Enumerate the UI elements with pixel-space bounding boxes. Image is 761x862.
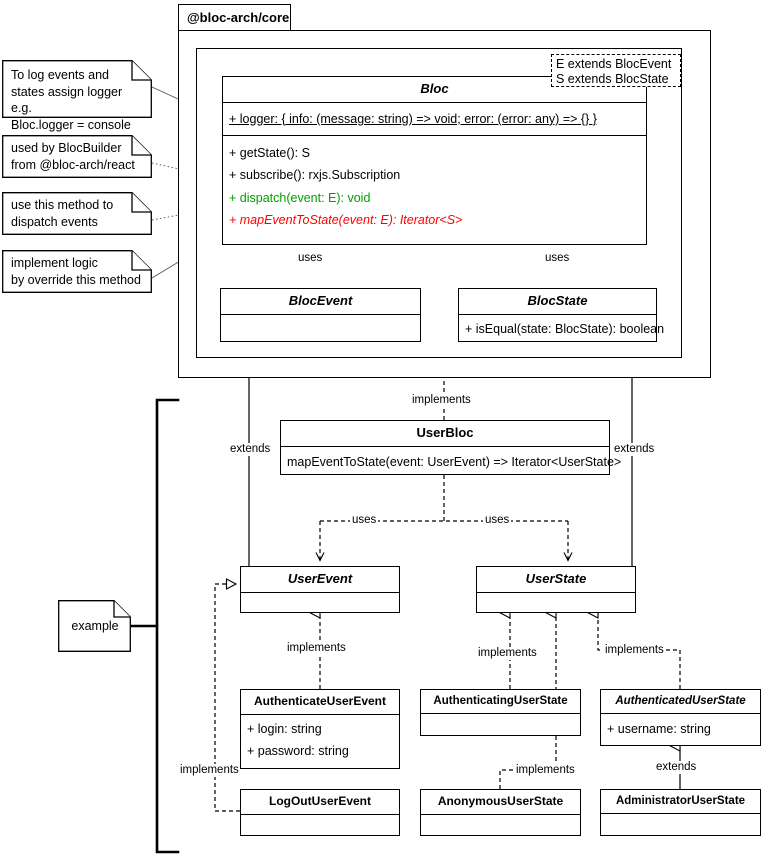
class-blocstate-members: + isEqual(state: BlocState): boolean <box>459 315 665 343</box>
note-shape-example <box>58 600 131 652</box>
blocstate-method-isequal: + isEqual(state: BlocState): boolean <box>465 321 665 336</box>
edge-logoutuserevent-implements-userevent <box>214 578 240 812</box>
type-parameters-box: E extends BlocEvent S extends BlocState <box>551 54 681 87</box>
anonymous-implements-path <box>499 613 557 789</box>
class-authenticateuserevent-title: AuthenticateUserEvent <box>241 690 399 715</box>
note-shape-mapeventtostate <box>2 250 152 293</box>
class-authenticatinguserstate-members <box>421 714 580 735</box>
bloc-attribute-logger: + logger: { info: (message: string) => v… <box>229 111 597 126</box>
class-bloc[interactable]: Bloc + logger: { info: (message: string)… <box>222 76 647 245</box>
class-blocevent[interactable]: BlocEvent <box>220 288 421 342</box>
class-authenticateduserstate[interactable]: AuthenticatedUserState + username: strin… <box>600 689 761 746</box>
authenticateuserevent-field-password: + password: string <box>247 744 349 759</box>
class-bloc-methods: + getState(): S + subscribe(): rxjs.Subs… <box>223 136 646 237</box>
edge-label-implements-userevent: implements <box>285 642 348 655</box>
note-dispatch-text: use this method to dispatch events <box>11 198 114 229</box>
class-authenticateuserevent-members: + login: string + password: string <box>241 715 399 766</box>
class-administratoruserstate[interactable]: AdministratorUserState <box>600 789 761 836</box>
note-mapeventtostate-text: implement logic by override this method <box>11 256 141 287</box>
note-example: example <box>58 600 131 652</box>
edge-label-implements-anonymous: implements <box>514 764 577 777</box>
class-anonymoususerstate[interactable]: AnonymousUserState <box>420 789 581 836</box>
type-parameter-s: S extends BlocState <box>556 72 669 87</box>
class-userbloc-title: UserBloc <box>281 421 609 447</box>
edge-label-extends-right: extends <box>612 443 657 456</box>
bloc-method-mapeventtostate: + mapEventToState(event: E): Iterator<S> <box>229 212 463 227</box>
edge-label-implements-userstate-left: implements <box>476 647 539 660</box>
edge-label-extends-admin: extends <box>654 761 699 774</box>
class-administratoruserstate-members <box>601 814 760 835</box>
class-userevent-title: UserEvent <box>241 567 399 593</box>
class-anonymoususerstate-members <box>421 815 580 835</box>
package-label: @bloc-arch/core <box>187 10 290 25</box>
class-authenticatinguserstate-title: AuthenticatingUserState <box>421 690 580 715</box>
class-userstate[interactable]: UserState <box>476 566 636 613</box>
edge-label-implements-logout: implements <box>178 764 241 777</box>
class-authenticateduserstate-title: AuthenticatedUserState <box>601 690 760 715</box>
bloc-method-getstate: + getState(): S <box>229 146 310 161</box>
class-userevent[interactable]: UserEvent <box>240 566 400 613</box>
class-userstate-members <box>477 593 635 612</box>
userbloc-method-mapeventtostate: mapEventToState(event: UserEvent) => Ite… <box>287 454 622 469</box>
note-mapeventtostate: implement logic by override this method <box>2 250 152 293</box>
note-logger: To log events and states assign logger e… <box>2 60 152 132</box>
package-tab: @bloc-arch/core <box>178 4 291 31</box>
class-bloc-title: Bloc <box>223 77 646 103</box>
authenticateuserevent-field-login: + login: string <box>247 721 322 736</box>
authenticateduserstate-field-username: + username: string <box>607 722 711 737</box>
class-anonymoususerstate-title: AnonymousUserState <box>421 790 580 815</box>
example-bracket <box>129 398 180 854</box>
class-userstate-title: UserState <box>477 567 635 593</box>
edge-label-extends-left: extends <box>228 443 273 456</box>
note-subscribe-text: used by BlocBuilder from @bloc-arch/reac… <box>11 141 135 172</box>
class-logoutuserevent[interactable]: LogOutUserEvent <box>240 789 400 836</box>
class-bloc-attributes: + logger: { info: (message: string) => v… <box>223 103 646 137</box>
edge-label-uses-blocevent: uses <box>296 252 325 265</box>
class-userbloc-members: mapEventToState(event: UserEvent) => Ite… <box>281 447 622 477</box>
class-blocevent-members <box>221 315 420 341</box>
class-blocstate[interactable]: BlocState + isEqual(state: BlocState): b… <box>458 288 665 343</box>
class-authenticatinguserstate[interactable]: AuthenticatingUserState <box>420 689 581 736</box>
class-authenticateuserevent[interactable]: AuthenticateUserEvent + login: string + … <box>240 689 400 769</box>
type-parameter-e: E extends BlocEvent <box>556 57 672 71</box>
edge-label-uses-blocstate: uses <box>543 252 572 265</box>
bloc-method-subscribe: + subscribe(): rxjs.Subscription <box>229 168 401 183</box>
edge-userbloc-uses <box>315 475 573 562</box>
note-shape-subscribe <box>2 135 152 178</box>
class-logoutuserevent-members <box>241 815 399 835</box>
edge-anonymoususerstate-implements-userstate <box>499 613 557 789</box>
class-authenticateduserstate-members: + username: string <box>601 714 760 744</box>
edge-label-implements-userbloc: implements <box>410 394 473 407</box>
edge-label-uses-userevent: uses <box>350 514 379 527</box>
note-example-text: example <box>71 619 119 633</box>
note-subscribe: used by BlocBuilder from @bloc-arch/reac… <box>2 135 152 178</box>
class-userbloc[interactable]: UserBloc mapEventToState(event: UserEven… <box>280 420 622 477</box>
bloc-method-dispatch: + dispatch(event: E): void <box>229 190 371 205</box>
note-shape-dispatch <box>2 192 152 235</box>
note-shape-logger <box>2 60 152 118</box>
edge-label-uses-userstate: uses <box>483 514 512 527</box>
logout-implements-path <box>214 584 240 812</box>
class-administratoruserstate-title: AdministratorUserState <box>601 790 760 815</box>
class-blocevent-title: BlocEvent <box>221 289 420 315</box>
class-blocstate-title: BlocState <box>459 289 656 315</box>
class-logoutuserevent-title: LogOutUserEvent <box>241 790 399 815</box>
edge-label-implements-userstate-right: implements <box>603 644 666 657</box>
class-userevent-members <box>241 593 399 612</box>
note-dispatch: use this method to dispatch events <box>2 192 152 235</box>
note-logger-text: To log events and states assign logger e… <box>11 68 131 132</box>
